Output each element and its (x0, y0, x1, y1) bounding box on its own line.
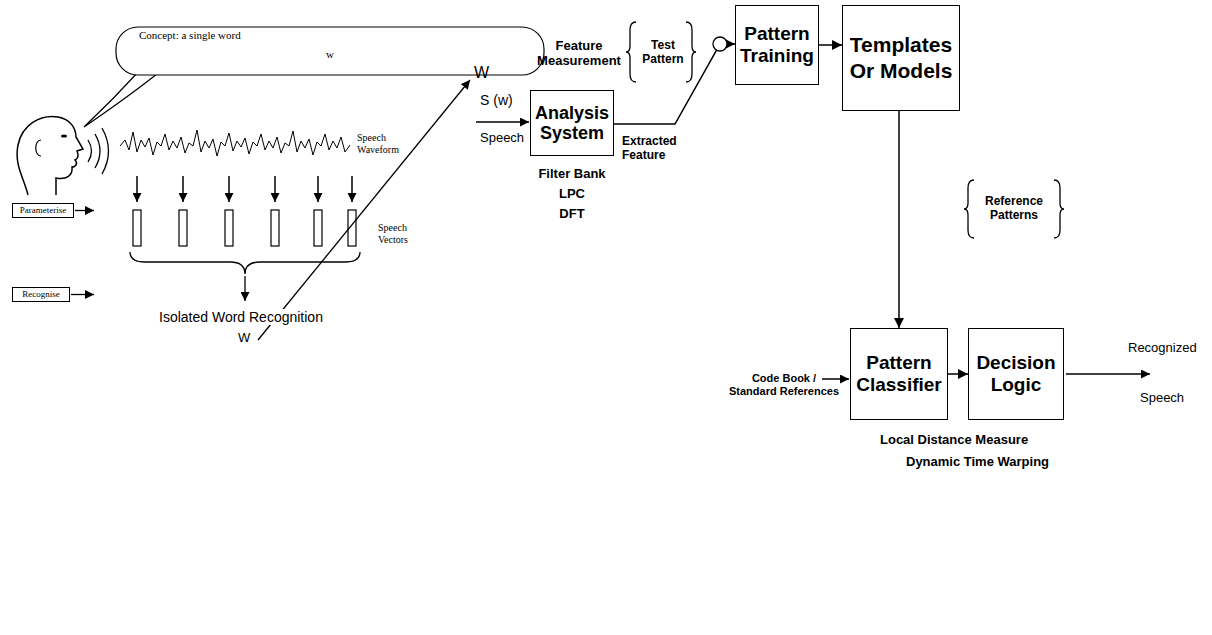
bubble-tail (84, 70, 162, 127)
box-label: Recognise (15, 289, 67, 300)
pointer-arrow (71, 294, 94, 295)
switch-node (713, 37, 727, 51)
step-box: Parameterise (12, 203, 74, 218)
speech-waveform (120, 130, 350, 156)
speech-vector (179, 210, 187, 246)
input-arrow (476, 121, 529, 123)
box-body: w (139, 48, 521, 61)
figure-label: Speech Vectors (378, 222, 420, 246)
open-brace (626, 22, 636, 82)
box-label: Pattern Classifier (855, 352, 943, 396)
method-name: DFT (522, 206, 622, 221)
bracket-note: Test Pattern (640, 38, 686, 66)
open-brace (964, 180, 974, 238)
grouping-brace (130, 252, 360, 274)
pointer-arrow (75, 210, 94, 211)
frame-arrow (351, 176, 353, 202)
output-name: Recognized (1128, 340, 1197, 355)
speech-vector (314, 210, 322, 246)
method-name: LPC (522, 186, 622, 201)
speech-vector (133, 210, 141, 246)
word-arrow (258, 80, 470, 340)
speech-vector (225, 210, 233, 246)
frame-arrow (274, 176, 276, 202)
sound-wave (102, 128, 109, 174)
word-symbol: W (474, 64, 489, 82)
close-brace (686, 22, 696, 82)
method-name: Local Distance Measure (880, 432, 1028, 447)
input-note: Code Book / Standard References (728, 372, 840, 398)
box-label: Concept: a single word (139, 29, 521, 42)
flow-arrow (244, 276, 245, 301)
frame-arrow (228, 176, 230, 202)
flow-connector (948, 373, 968, 375)
speaker-eye (61, 134, 67, 137)
method-name: Dynamic Time Warping (906, 454, 1049, 469)
output-arrow (1066, 373, 1150, 375)
step-box: Recognise (12, 287, 70, 302)
speech-vector (271, 210, 279, 246)
box-label: Templates Or Models (848, 32, 954, 84)
speaker-ear (36, 140, 41, 156)
process-box: Decision Logic (968, 328, 1064, 420)
stage-note: Feature Measurement (533, 38, 625, 68)
box-label: Decision Logic (973, 352, 1059, 396)
box-label: Parameterise (15, 205, 71, 216)
signal-name: Extracted Feature (622, 134, 684, 162)
frame-arrow (317, 176, 319, 202)
figure-label: Speech Waveform (356, 132, 406, 156)
process-box: Pattern Training (735, 5, 819, 85)
output-name: Speech (1140, 390, 1184, 405)
bracket-note: Reference Patterns (978, 194, 1050, 222)
sound-wave (95, 134, 100, 168)
close-brace (1054, 180, 1064, 238)
sound-wave (88, 140, 92, 162)
signal-name: Speech (480, 130, 524, 145)
signal-name: S (w) (480, 92, 513, 108)
process-box: Analysis System (530, 90, 614, 156)
box-label: Analysis System (535, 103, 609, 143)
process-box: Pattern Classifier (850, 328, 948, 420)
method-name: Filter Bank (522, 166, 622, 181)
frame-arrow (136, 176, 138, 202)
speaker-head (17, 117, 83, 195)
flow-connector (898, 111, 900, 328)
word-symbol: W (238, 330, 250, 345)
flow-connector (819, 44, 842, 46)
box-label: Pattern Training (740, 23, 814, 67)
model-box: Templates Or Models (842, 5, 960, 111)
reference-arrow (822, 378, 849, 380)
figure-caption: Isolated Word Recognition (158, 309, 324, 325)
frame-arrow (182, 176, 184, 202)
